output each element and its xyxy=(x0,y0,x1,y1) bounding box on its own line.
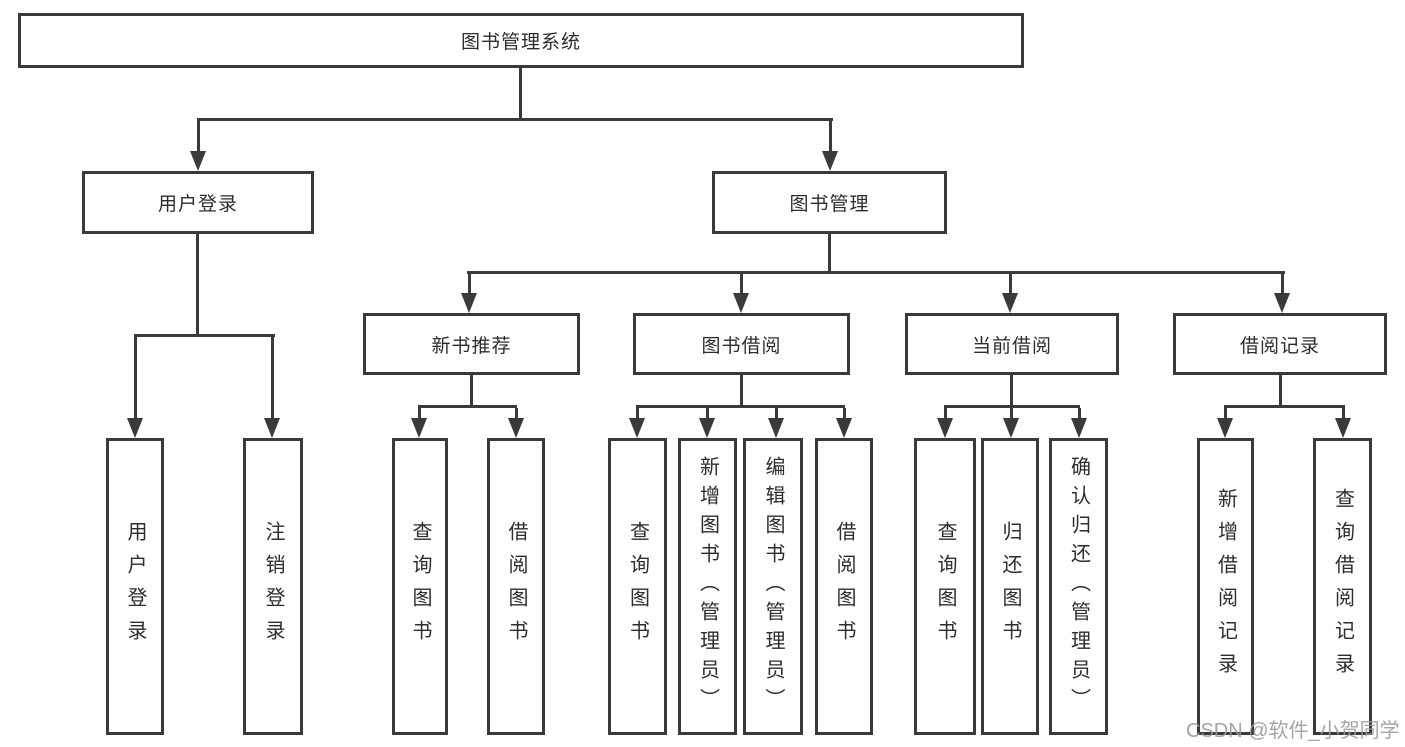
node-user-login: 用户登录 xyxy=(82,171,314,234)
connector-line xyxy=(740,375,743,408)
arrow-down-icon xyxy=(1274,293,1290,313)
connector-line xyxy=(636,408,639,420)
connector-line xyxy=(843,408,846,420)
node-label: 归还图书 xyxy=(999,520,1021,653)
connector-line xyxy=(828,234,831,274)
arrow-down-icon xyxy=(127,418,143,438)
connector-line xyxy=(1224,405,1345,408)
arrow-down-icon xyxy=(264,418,280,438)
connector-line xyxy=(1009,274,1012,295)
arrow-down-icon xyxy=(1003,418,1019,438)
node-label: 新书推荐 xyxy=(431,335,512,357)
arrow-down-icon xyxy=(190,151,206,171)
connector-line xyxy=(470,375,473,408)
connector-line xyxy=(944,408,947,420)
connector-line xyxy=(519,68,522,121)
connector-line xyxy=(418,405,517,408)
node-label: 新增借阅记录 xyxy=(1214,487,1237,686)
connector-line xyxy=(1281,274,1284,295)
arrow-down-icon xyxy=(1002,293,1018,313)
connector-line xyxy=(636,405,845,408)
arrow-down-icon xyxy=(733,293,749,313)
node-current-borrow: 当前借阅 xyxy=(905,313,1119,375)
arrow-down-icon xyxy=(508,418,524,438)
node-query-books: 查询图书 xyxy=(914,438,976,735)
node-new-book-recommend: 新书推荐 xyxy=(363,313,580,375)
node-label: 图书借阅 xyxy=(701,335,782,357)
connector-line xyxy=(1224,408,1227,420)
arrow-down-icon xyxy=(768,418,784,438)
node-label: 新增图书（管理员） xyxy=(696,456,719,717)
node-label: 确认归还（管理员） xyxy=(1067,456,1090,717)
node-borrow-book: 借阅图书 xyxy=(815,438,873,735)
arrow-down-icon xyxy=(629,418,645,438)
connector-line xyxy=(467,271,1285,274)
connector-line xyxy=(468,274,471,295)
node-label: 图书管理 xyxy=(789,194,870,215)
node-label: 编辑图书（管理员） xyxy=(762,456,784,717)
node-label: 查询图书 xyxy=(409,520,431,653)
arrow-down-icon xyxy=(1217,418,1233,438)
connector-line xyxy=(197,118,833,121)
connector-line xyxy=(944,405,1080,408)
node-add-borrow-record: 新增借阅记录 xyxy=(1197,438,1254,735)
node-confirm-return-admin: 确认归还（管理员） xyxy=(1049,438,1108,735)
connector-line xyxy=(1010,408,1013,420)
node-label: 用户登录 xyxy=(157,194,238,215)
watermark-text: CSDN @软件_小贺同学 xyxy=(1186,720,1400,742)
node-label: 借阅图书 xyxy=(505,520,527,653)
connector-line xyxy=(775,408,778,420)
arrow-down-icon xyxy=(836,418,852,438)
node-query-books: 查询图书 xyxy=(392,438,448,735)
arrow-down-icon xyxy=(461,293,477,313)
connector-line xyxy=(196,234,199,336)
node-query-borrow-record: 查询借阅记录 xyxy=(1313,438,1372,735)
connector-line xyxy=(134,334,275,337)
connector-line xyxy=(271,337,274,421)
node-edit-book-admin: 编辑图书（管理员） xyxy=(743,438,803,735)
node-book-management: 图书管理 xyxy=(712,171,947,234)
node-label: 注销登录 xyxy=(262,520,284,653)
node-borrow-book: 借阅图书 xyxy=(487,438,545,735)
connector-line xyxy=(515,408,518,420)
node-label: 查询借阅记录 xyxy=(1331,487,1354,686)
node-label: 借阅记录 xyxy=(1239,335,1320,357)
node-return-book: 归还图书 xyxy=(981,438,1039,735)
connector-line xyxy=(134,337,137,421)
node-query-books: 查询图书 xyxy=(608,438,667,735)
node-label: 借阅图书 xyxy=(833,520,855,653)
node-borrow-records: 借阅记录 xyxy=(1173,313,1387,375)
connector-line xyxy=(418,408,421,420)
arrow-down-icon xyxy=(1071,418,1087,438)
connector-line xyxy=(1342,408,1345,420)
node-label: 查询图书 xyxy=(934,520,956,653)
arrow-down-icon xyxy=(822,151,838,171)
connector-line xyxy=(1078,408,1081,420)
arrow-down-icon xyxy=(411,418,427,438)
node-label: 用户登录 xyxy=(124,520,146,653)
connector-line xyxy=(740,274,743,295)
node-label: 图书管理系统 xyxy=(460,32,581,53)
node-library-management-system: 图书管理系统 xyxy=(18,13,1024,68)
arrow-down-icon xyxy=(699,418,715,438)
node-add-book-admin: 新增图书（管理员） xyxy=(678,438,737,735)
node-label: 当前借阅 xyxy=(971,335,1052,357)
connector-line xyxy=(706,408,709,420)
connector-line xyxy=(197,121,200,153)
connector-line xyxy=(1010,375,1013,408)
node-user-login-leaf: 用户登录 xyxy=(106,438,164,735)
node-book-borrow: 图书借阅 xyxy=(633,313,850,375)
arrow-down-icon xyxy=(1335,418,1351,438)
connector-line xyxy=(1279,375,1282,408)
arrow-down-icon xyxy=(937,418,953,438)
node-label: 查询图书 xyxy=(626,520,649,653)
node-logout: 注销登录 xyxy=(243,438,303,735)
connector-line xyxy=(829,121,832,153)
